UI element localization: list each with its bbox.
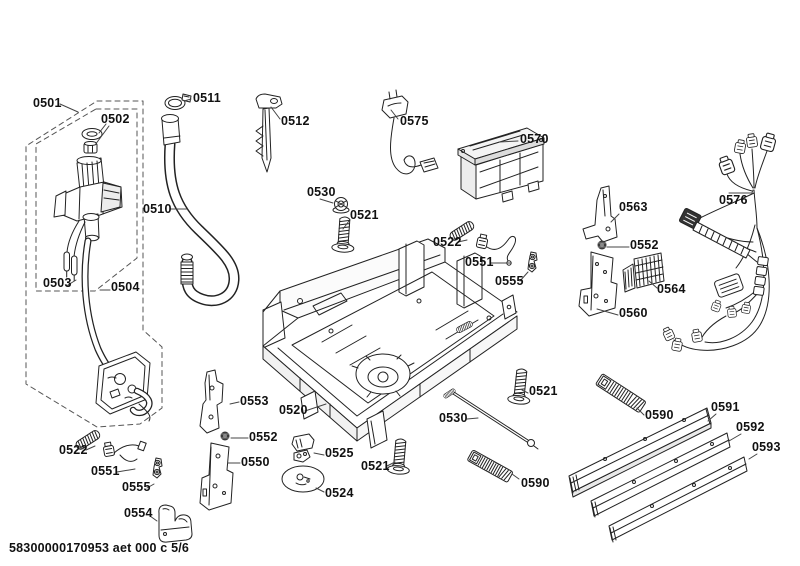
part-label-0552-left: 0552 bbox=[249, 430, 278, 444]
part-label-0592: 0592 bbox=[736, 420, 765, 434]
leader-lines bbox=[59, 98, 758, 522]
part-label-0503: 0503 bbox=[43, 276, 72, 290]
bracket-0560 bbox=[578, 251, 618, 317]
bracket-0553 bbox=[199, 369, 224, 434]
strip-0590-middle bbox=[467, 449, 513, 483]
part-label-0521-bottom: 0521 bbox=[361, 459, 390, 473]
part-label-0524: 0524 bbox=[325, 486, 354, 500]
part-label-0504: 0504 bbox=[111, 280, 140, 294]
base-frame-0520 bbox=[262, 238, 518, 449]
part-label-0511: 0511 bbox=[193, 91, 221, 105]
nut-0530-top bbox=[332, 197, 350, 214]
part-label-0522-bottom: 0522 bbox=[59, 443, 88, 457]
part-label-0555-top: 0555 bbox=[495, 274, 524, 288]
part-label-0522-top: 0522 bbox=[433, 235, 462, 249]
control-module-0570 bbox=[457, 127, 545, 203]
part-label-0553: 0553 bbox=[240, 394, 269, 408]
part-label-0564: 0564 bbox=[657, 282, 686, 296]
part-label-0570: 0570 bbox=[520, 132, 549, 146]
part-label-0590-right: 0590 bbox=[645, 408, 674, 422]
part-label-0510: 0510 bbox=[143, 202, 172, 216]
sensor-cable-0551-top bbox=[475, 233, 516, 266]
part-label-0512: 0512 bbox=[281, 114, 310, 128]
part-label-0550: 0550 bbox=[241, 455, 270, 469]
panel-0592 bbox=[590, 432, 731, 518]
part-label-0501: 0501 bbox=[33, 96, 62, 110]
part-label-0521-top: 0521 bbox=[350, 208, 379, 222]
panel-0591 bbox=[568, 407, 712, 498]
document-number: 58300000170953 aet 000 c 5/6 bbox=[9, 541, 190, 555]
cable-0530 bbox=[442, 387, 539, 450]
part-label-0576: 0576 bbox=[719, 193, 748, 207]
bracket-0550 bbox=[199, 442, 234, 511]
sensor-cable-0551-bottom bbox=[103, 440, 147, 462]
hose-clamp-0511 bbox=[164, 93, 192, 110]
part-label-0521-right: 0521 bbox=[529, 384, 558, 398]
part-label-0591: 0591 bbox=[711, 400, 740, 414]
part-label-0590-middle: 0590 bbox=[521, 476, 550, 490]
part-label-0551-bottom: 0551 bbox=[91, 464, 120, 478]
part-label-0555-bottom: 0555 bbox=[122, 480, 151, 494]
part-label-0551-top: 0551 bbox=[465, 255, 494, 269]
drain-hose-0510 bbox=[161, 114, 240, 307]
stake-bracket-0512 bbox=[255, 93, 283, 173]
bracket-0563 bbox=[582, 185, 618, 243]
inlet-valve-assembly bbox=[53, 128, 123, 374]
grommet-0552-left bbox=[220, 431, 230, 441]
part-label-0520: 0520 bbox=[279, 403, 308, 417]
part-label-0530-top: 0530 bbox=[307, 185, 336, 199]
group-outline-0501 bbox=[25, 100, 163, 428]
part-label-0554: 0554 bbox=[124, 506, 153, 520]
strip-0590-right bbox=[595, 373, 646, 413]
part-label-0525: 0525 bbox=[325, 446, 354, 460]
grommet-0552-right bbox=[597, 240, 607, 250]
part-label-0560: 0560 bbox=[619, 306, 648, 320]
part-label-0575: 0575 bbox=[400, 114, 429, 128]
screw-0521-bottom bbox=[386, 437, 413, 476]
disc-0524 bbox=[281, 465, 325, 493]
panel-0593 bbox=[608, 456, 748, 543]
latch-0525 bbox=[291, 433, 315, 463]
clip-0555-top bbox=[527, 251, 538, 273]
part-label-0502: 0502 bbox=[101, 112, 130, 126]
wiring-harness-0576 bbox=[661, 131, 778, 352]
part-label-0563: 0563 bbox=[619, 200, 648, 214]
power-cord-0575 bbox=[381, 89, 439, 175]
part-label-0552-right: 0552 bbox=[630, 238, 659, 252]
flow-unit-assembly bbox=[95, 351, 153, 422]
part-label-0593: 0593 bbox=[752, 440, 781, 454]
clip-0555-bottom bbox=[152, 457, 163, 479]
shield-0564 bbox=[622, 252, 665, 293]
part-label-0530-bottom: 0530 bbox=[439, 411, 468, 425]
bracket-0554 bbox=[158, 504, 193, 543]
